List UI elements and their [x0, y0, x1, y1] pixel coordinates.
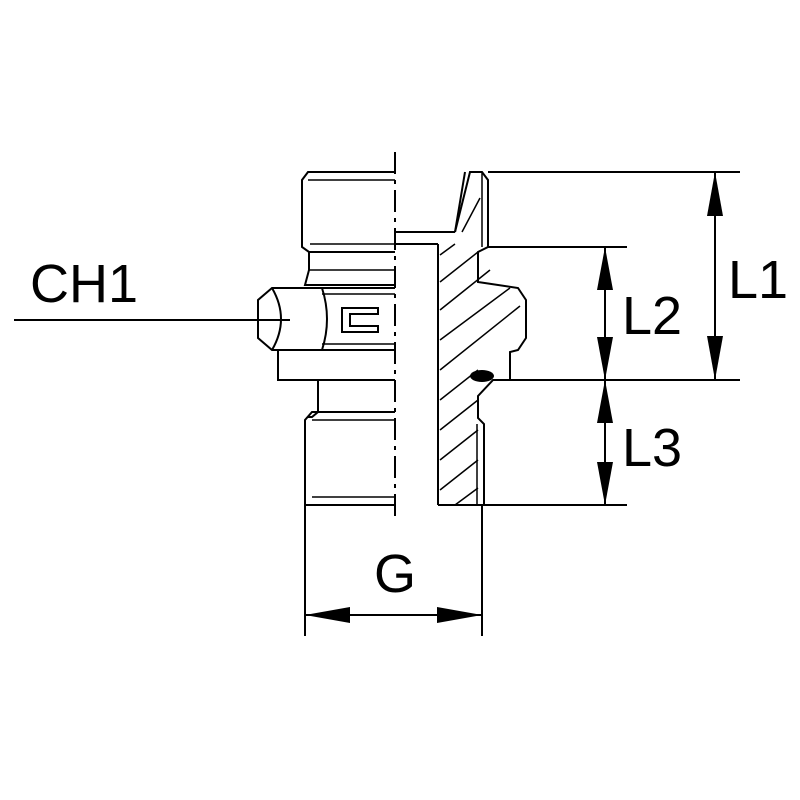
- relief-groove: [308, 380, 319, 418]
- l3-arrow-top: [597, 380, 613, 423]
- hexagon-face-right: [321, 287, 328, 351]
- dimension-g: G: [304, 505, 483, 636]
- bottom-thread-stud: [304, 411, 395, 506]
- label-l3: L3: [622, 418, 682, 478]
- l2-arrow-top: [597, 247, 613, 290]
- upper-neck: [303, 252, 395, 286]
- section-top-chamfer: [454, 171, 466, 233]
- section-hatching: [439, 197, 521, 506]
- g-arrow-left: [305, 607, 350, 623]
- top-thread-stud: [301, 171, 395, 253]
- l3-arrow-bottom: [597, 462, 613, 505]
- o-ring-seal: [470, 370, 494, 382]
- l2-arrow-bottom: [597, 337, 613, 380]
- lower-collar: [277, 350, 395, 381]
- g-arrow-right: [437, 607, 482, 623]
- fitting-body-outline: [257, 171, 395, 506]
- dimension-l2: L2: [488, 246, 740, 381]
- l1-arrow-top: [707, 172, 723, 216]
- l1-arrow-bottom: [707, 336, 723, 380]
- dimension-l1: L1: [488, 171, 788, 380]
- label-g: G: [374, 544, 416, 604]
- label-l1: L1: [728, 250, 788, 310]
- brand-mark-icon: [341, 307, 379, 333]
- label-l2: L2: [622, 286, 682, 346]
- fitting-section-view: [395, 171, 527, 506]
- label-ch1: CH1: [30, 254, 138, 314]
- section-outer-profile: [438, 171, 527, 506]
- dimension-l3: L3: [484, 380, 682, 506]
